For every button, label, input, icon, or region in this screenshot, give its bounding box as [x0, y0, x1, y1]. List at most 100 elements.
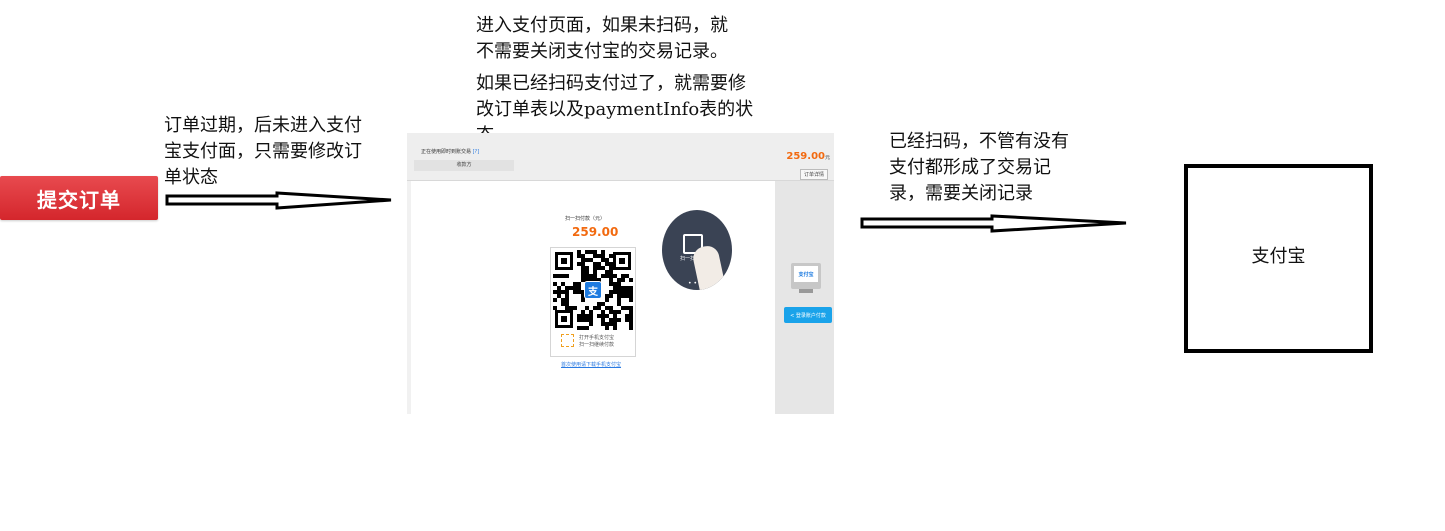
qr-module	[621, 286, 625, 290]
qr-module	[601, 318, 605, 322]
submit-order-button[interactable]: 提交订单	[0, 176, 158, 220]
qr-module	[629, 290, 633, 294]
qr-module	[581, 310, 585, 314]
qr-module	[585, 266, 589, 270]
qr-module	[577, 282, 581, 286]
qr-module	[629, 298, 633, 302]
qr-module	[565, 306, 569, 310]
qr-module	[589, 250, 593, 254]
qr-module	[581, 294, 585, 298]
note-line: 已经扫码，不管有没有	[889, 131, 1069, 152]
qr-module	[581, 326, 585, 330]
qr-module	[577, 326, 581, 330]
qr-module	[629, 322, 633, 326]
qr-module	[609, 310, 613, 314]
qr-module	[585, 318, 589, 322]
note-order-expired: 订单过期，后未进入支付 宝支付面，只需要修改订 单状态	[164, 113, 362, 191]
payment-amount-value: 259.00	[786, 151, 825, 162]
note-line: 不需要关闭支付宝的交易记录。	[476, 41, 728, 62]
qr-module	[617, 278, 621, 282]
qr-module	[613, 310, 617, 314]
qr-module	[609, 278, 613, 282]
qr-module	[601, 254, 605, 258]
scan-to-pay-label: 扫一扫付款（元）	[565, 216, 606, 222]
login-account-pay-button[interactable]: < 登录账户付款	[784, 307, 832, 323]
qr-module	[593, 274, 597, 278]
payment-header: 正在使用即时到账交易 [?] 收款方 259.00元 订单详情	[407, 133, 834, 181]
qr-module	[557, 274, 561, 278]
qr-module	[613, 286, 617, 290]
order-detail-button[interactable]: 订单详情	[799, 169, 828, 180]
payment-mode-label: 正在使用即时到账交易 [?]	[421, 148, 479, 155]
qr-module	[601, 322, 605, 326]
qr-module	[597, 306, 601, 310]
qr-module	[553, 298, 557, 302]
payment-side-panel	[775, 181, 834, 414]
qr-module	[581, 298, 585, 302]
payment-page-screenshot: 正在使用即时到账交易 [?] 收款方 259.00元 订单详情 扫一扫付款（元）…	[407, 133, 834, 414]
qr-module	[581, 318, 585, 322]
qr-module	[577, 286, 581, 290]
scan-amount: 259.00	[572, 225, 619, 239]
note-line: 进入支付页面，如果未扫码，就	[476, 15, 728, 36]
qr-module	[557, 286, 561, 290]
qr-module	[613, 322, 617, 326]
qr-module	[613, 282, 617, 286]
monitor-brand: 支付宝	[794, 266, 818, 282]
qr-module	[617, 290, 621, 294]
qr-module	[561, 282, 565, 286]
qr-module	[621, 294, 625, 298]
qr-module	[597, 266, 601, 270]
qr-module	[605, 262, 609, 266]
scan-frame-icon	[561, 334, 574, 347]
qr-module	[573, 286, 577, 290]
payment-mode-text: 正在使用即时到账交易	[421, 149, 472, 155]
note-line: 改订单表以及paymentInfo表的状	[476, 99, 754, 120]
qr-module	[597, 314, 601, 318]
qr-module	[573, 306, 577, 310]
qr-module	[577, 314, 581, 318]
qr-module	[601, 266, 605, 270]
qr-module	[581, 314, 585, 318]
qr-module	[581, 270, 585, 274]
qr-module	[617, 282, 621, 286]
qr-module	[577, 290, 581, 294]
download-alipay-link[interactable]: 首次使用请下载手机支付宝	[561, 362, 622, 368]
qr-module	[585, 306, 589, 310]
qr-module	[581, 290, 585, 294]
receiver-label: 收款方	[414, 160, 514, 171]
qr-module	[601, 302, 605, 306]
qr-module	[597, 302, 601, 306]
qr-module	[613, 314, 617, 318]
alipay-logo-icon: 支	[584, 281, 602, 299]
qr-module	[609, 282, 613, 286]
alipay-box: 支付宝	[1184, 164, 1373, 353]
qr-module	[585, 270, 589, 274]
qr-module	[625, 294, 629, 298]
qr-module	[609, 290, 613, 294]
qr-module	[561, 274, 565, 278]
qr-module	[617, 294, 621, 298]
qr-module	[593, 254, 597, 258]
qr-module	[613, 326, 617, 330]
qr-module	[613, 274, 617, 278]
qr-module	[581, 274, 585, 278]
qr-module	[621, 274, 625, 278]
qr-module	[609, 294, 613, 298]
qr-module	[617, 310, 621, 314]
qr-module	[597, 262, 601, 266]
qr-module	[601, 258, 605, 262]
qr-module	[577, 262, 581, 266]
qr-code-panel: 支 打开手机支付宝 扫一扫继续付款	[550, 247, 636, 357]
qr-module	[613, 290, 617, 294]
qr-module	[561, 290, 565, 294]
help-icon[interactable]: [?]	[472, 149, 480, 155]
qr-module	[561, 302, 565, 306]
qr-module	[625, 274, 629, 278]
qr-module	[593, 266, 597, 270]
qr-module	[629, 310, 633, 314]
qr-module	[581, 266, 585, 270]
qr-code	[553, 250, 633, 330]
qr-module	[553, 290, 557, 294]
note-line: 支付都形成了交易记	[889, 157, 1051, 178]
